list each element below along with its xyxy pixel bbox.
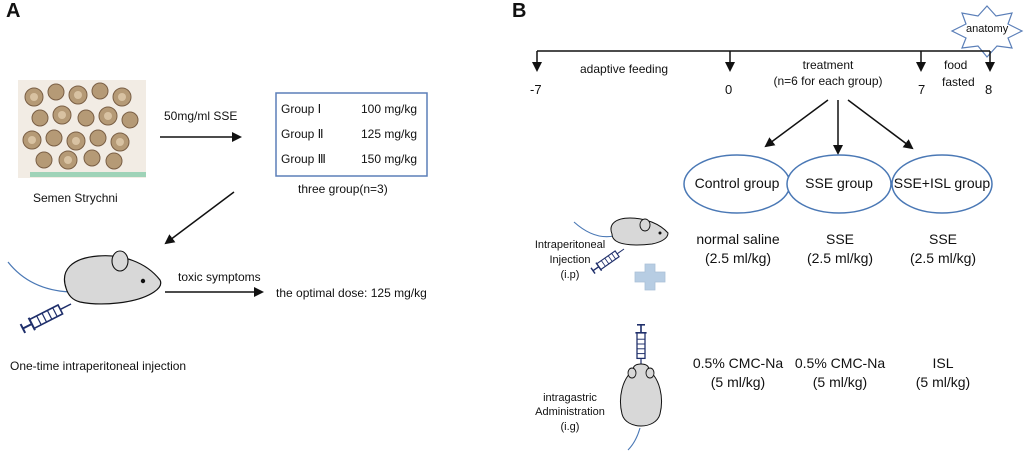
ip-label-line1: Intraperitoneal xyxy=(534,239,606,251)
syringe-icon xyxy=(18,296,76,336)
ig-dose-sse-amount: (5 ml/kg) xyxy=(812,374,868,390)
phase-food: food xyxy=(944,58,968,72)
ig-label-line1: intragastric xyxy=(543,392,597,404)
ip-label-line3: (i.p) xyxy=(560,269,580,281)
branch-arrows xyxy=(764,99,914,155)
ip-label-line2: Injection xyxy=(549,254,591,266)
anatomy-label: anatomy xyxy=(966,23,1009,35)
arrow-groups-to-mouse xyxy=(164,191,235,245)
panel-a-label: A xyxy=(6,0,21,22)
toxic-symptoms-label: toxic symptoms xyxy=(178,270,261,284)
dose-group-box xyxy=(275,92,428,177)
control-group-label: Control group xyxy=(694,175,780,191)
injection-caption: One-time intraperitoneal injection xyxy=(10,359,187,373)
seed-label: Semen Strychni xyxy=(33,191,118,205)
mouse-ip-icon xyxy=(573,217,669,246)
tick-day-minus7: -7 xyxy=(530,82,542,97)
tick-day-0: 0 xyxy=(725,82,733,97)
ig-dose-control-drug: 0.5% CMC-Na xyxy=(692,355,784,371)
tick-day-8: 8 xyxy=(985,82,993,97)
ip-dose-sseisl-drug: SSE xyxy=(928,231,957,247)
ig-dose-sse-drug: 0.5% CMC-Na xyxy=(794,355,886,371)
ig-dose-sseisl-drug: ISL xyxy=(932,355,954,371)
ip-dose-sse-amount: (2.5 ml/kg) xyxy=(806,250,874,266)
groups-caption: three group(n=3) xyxy=(298,182,388,196)
ip-dose-control-drug: normal saline xyxy=(696,231,780,247)
group-2-name: Group Ⅱ xyxy=(281,127,324,141)
phase-fasted: fasted xyxy=(942,75,975,89)
ig-dose-sseisl-amount: (5 ml/kg) xyxy=(915,374,971,390)
sse-isl-group-ellipse xyxy=(891,154,993,214)
group-1-name: Group Ⅰ xyxy=(281,102,322,116)
sse-group-label: SSE group xyxy=(805,175,873,191)
anatomy-star xyxy=(950,5,1024,58)
mouse-ig-icon xyxy=(620,363,662,451)
group-1-dose: 100 mg/kg xyxy=(361,102,418,116)
plus-icon xyxy=(634,263,666,291)
dose-arrow-label: 50mg/ml SSE xyxy=(164,109,238,123)
timeline xyxy=(532,50,995,72)
panel-b-label: B xyxy=(512,0,527,22)
optimal-dose-label: the optimal dose: 125 mg/kg xyxy=(276,286,427,300)
phase-adaptive-feeding: adaptive feeding xyxy=(580,62,669,76)
group-3-name: Group Ⅲ xyxy=(281,152,326,166)
phase-treatment: treatment xyxy=(802,58,854,72)
ig-label-line3: (i.g) xyxy=(560,421,580,433)
ip-dose-sseisl-amount: (2.5 ml/kg) xyxy=(909,250,977,266)
ip-dose-sse-drug: SSE xyxy=(825,231,854,247)
semen-strychni-photo xyxy=(18,80,146,178)
sse-isl-group-label: SSE+ISL group xyxy=(893,175,991,191)
ip-dose-control-amount: (2.5 ml/kg) xyxy=(704,250,772,266)
syringe-ig-icon xyxy=(634,323,648,369)
ig-label-line2: Administration xyxy=(535,406,605,418)
ig-dose-control-amount: (5 ml/kg) xyxy=(710,374,766,390)
tick-day-7: 7 xyxy=(918,82,926,97)
mouse-icon xyxy=(7,250,162,305)
group-2-dose: 125 mg/kg xyxy=(361,127,418,141)
sse-group-ellipse xyxy=(786,154,892,214)
phase-treatment-n: (n=6 for each group) xyxy=(773,74,883,88)
group-3-dose: 150 mg/kg xyxy=(361,152,418,166)
